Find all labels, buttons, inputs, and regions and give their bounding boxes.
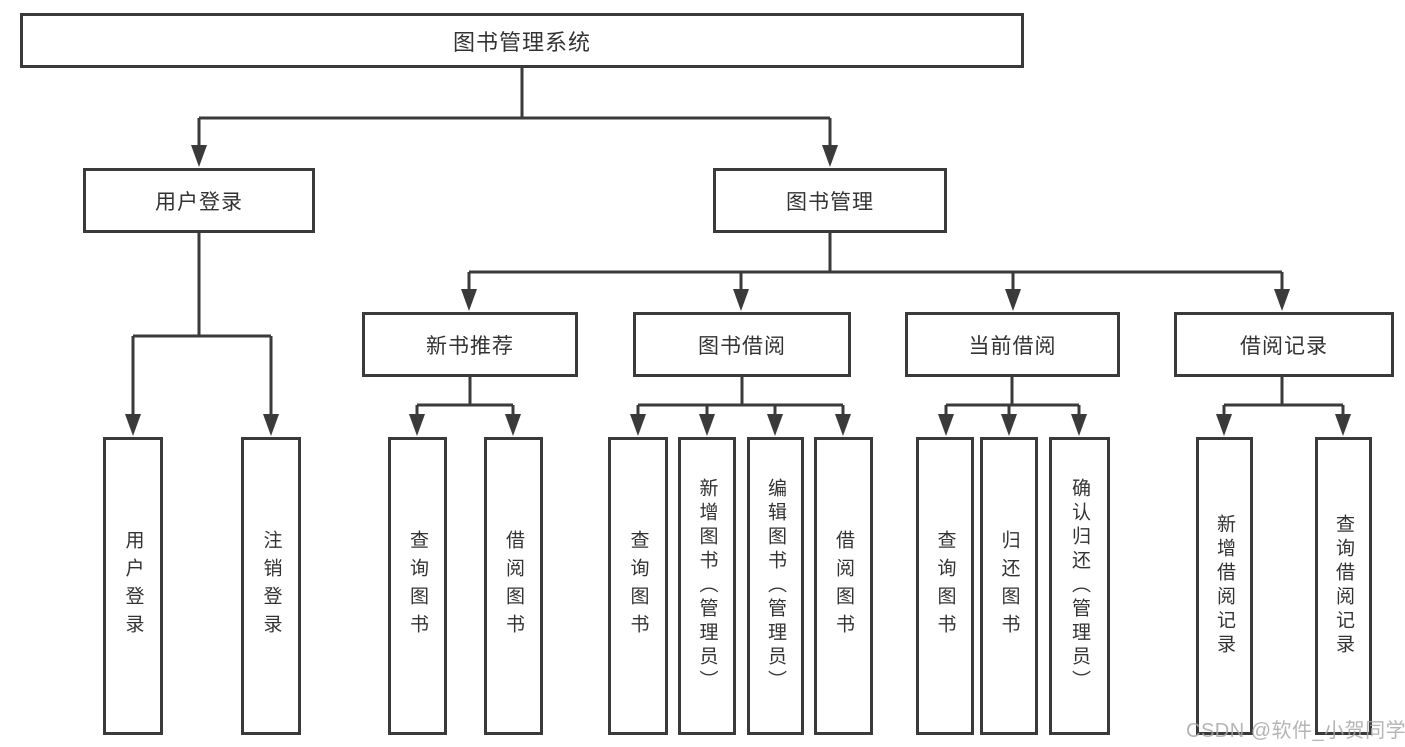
node-root: 图书管理系统 — [20, 13, 1024, 68]
arrowhead-icon — [699, 414, 715, 436]
node-add-book-admin-label: 新增图书（管理员） — [696, 478, 718, 694]
node-book-mgmt: 图书管理 — [713, 168, 947, 233]
node-query-book-2: 查询图书 — [608, 437, 668, 735]
node-book-borrow-label: 图书借阅 — [698, 334, 786, 358]
node-borrow-book-1-label: 借阅图书 — [503, 530, 524, 642]
arrowhead-icon — [1071, 414, 1087, 436]
node-edit-book-admin-label: 编辑图书（管理员） — [765, 478, 786, 694]
arrowhead-icon — [1001, 414, 1017, 436]
node-new-book-rec: 新书推荐 — [362, 312, 578, 377]
node-query-book-3-label: 查询图书 — [934, 530, 956, 642]
node-book-mgmt-label: 图书管理 — [786, 190, 874, 214]
current-borrow-connector — [944, 377, 1081, 420]
new-book-connector — [415, 377, 515, 420]
user-login-connector — [131, 233, 273, 420]
node-query-book-1: 查询图书 — [388, 437, 447, 735]
arrowhead-icon — [1005, 289, 1021, 311]
node-logout-leaf-label: 注销登录 — [260, 530, 282, 642]
arrowhead-icons — [125, 145, 1351, 436]
node-root-label: 图书管理系统 — [452, 29, 591, 55]
arrowhead-icon — [263, 414, 279, 436]
node-query-book-3: 查询图书 — [916, 437, 974, 735]
node-query-borrow-record-label: 查询借阅记录 — [1333, 514, 1354, 658]
node-current-borrow-label: 当前借阅 — [968, 334, 1057, 358]
node-confirm-return-admin-label: 确认归还（管理员） — [1069, 478, 1090, 694]
arrowhead-icon — [835, 414, 851, 436]
arrowhead-icon — [630, 414, 646, 436]
arrowhead-icon — [409, 414, 425, 436]
node-borrow-record: 借阅记录 — [1174, 312, 1394, 377]
arrowhead-icon — [1274, 289, 1290, 311]
node-borrow-book-1: 借阅图书 — [484, 437, 543, 735]
node-query-book-1-label: 查询图书 — [407, 530, 428, 642]
book-borrow-connector — [636, 377, 845, 420]
node-user-login: 用户登录 — [83, 168, 315, 233]
arrowhead-icon — [733, 289, 749, 311]
node-borrow-book-2: 借阅图书 — [814, 437, 873, 735]
arrowhead-icon — [1335, 414, 1351, 436]
node-book-borrow: 图书借阅 — [633, 312, 851, 377]
arrowhead-icon — [125, 414, 141, 436]
arrowhead-icon — [767, 414, 783, 436]
root-connector — [197, 68, 832, 150]
node-borrow-record-label: 借阅记录 — [1240, 334, 1328, 358]
arrowhead-icon — [822, 145, 838, 167]
node-new-book-rec-label: 新书推荐 — [426, 334, 514, 358]
arrowhead-icon — [1216, 414, 1232, 436]
node-logout-leaf: 注销登录 — [241, 437, 301, 735]
node-query-book-2-label: 查询图书 — [627, 530, 649, 642]
arrowhead-icon — [461, 289, 477, 311]
csdn-watermark: CSDN @软件_小贺同学 — [1186, 720, 1405, 742]
node-return-book: 归还图书 — [980, 437, 1038, 735]
arrowhead-icon — [191, 145, 207, 167]
node-edit-book-admin: 编辑图书（管理员） — [747, 437, 804, 735]
node-query-borrow-record: 查询借阅记录 — [1315, 437, 1372, 735]
node-return-book-label: 归还图书 — [998, 530, 1020, 642]
node-add-borrow-record-label: 新增借阅记录 — [1214, 514, 1235, 658]
node-borrow-book-2-label: 借阅图书 — [833, 530, 854, 642]
book-mgmt-connector — [467, 233, 1284, 295]
node-add-book-admin: 新增图书（管理员） — [678, 437, 736, 735]
node-user-login-leaf-label: 用户登录 — [122, 530, 144, 642]
arrowhead-icon — [505, 414, 521, 436]
node-current-borrow: 当前借阅 — [905, 312, 1120, 377]
borrow-record-connector — [1222, 377, 1345, 420]
arrowhead-icon — [938, 414, 954, 436]
node-user-login-leaf: 用户登录 — [103, 437, 163, 735]
node-add-borrow-record: 新增借阅记录 — [1196, 437, 1253, 735]
node-confirm-return-admin: 确认归还（管理员） — [1049, 437, 1110, 735]
node-user-login-label: 用户登录 — [155, 190, 243, 214]
